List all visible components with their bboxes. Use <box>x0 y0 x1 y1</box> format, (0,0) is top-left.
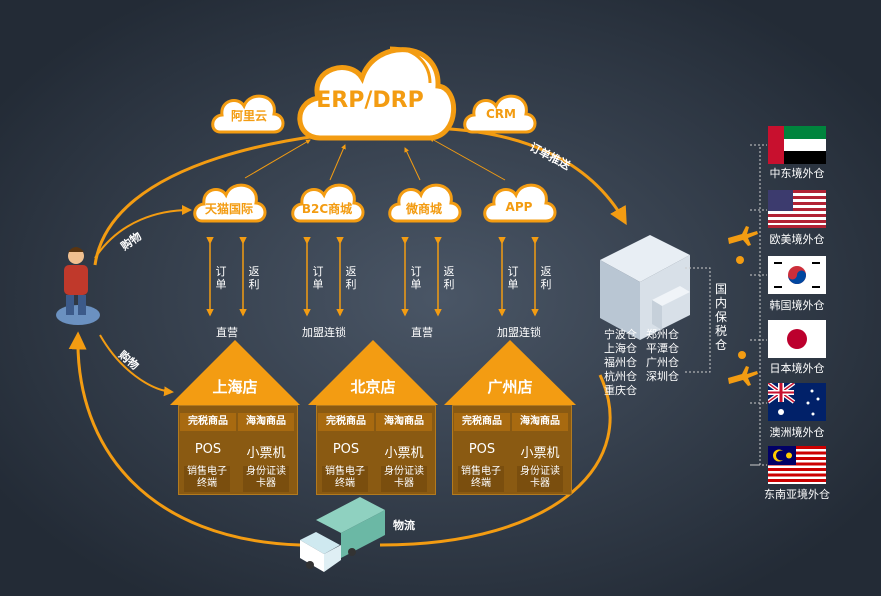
id-reader-desc: 身份证读卡器 <box>381 466 427 492</box>
aliyun-cloud <box>211 94 285 134</box>
store-shanghai-name: 上海店 <box>212 378 258 396</box>
shop-store-arrow <box>99 334 174 397</box>
overseas-label: 中东境外仓 <box>769 167 825 180</box>
aliyun-label: 阿里云 <box>230 109 267 123</box>
rebate-label: 返利 <box>443 265 455 291</box>
australia-flag-icon <box>768 383 826 421</box>
channel-cloud-app <box>483 183 557 223</box>
channel-type-direct: 直营 <box>216 326 238 339</box>
channel-cloud-wechat <box>388 183 462 223</box>
pos-label: POS <box>332 442 360 457</box>
logistics-label: 物流 <box>393 519 415 532</box>
malaysia-flag-icon <box>768 446 826 484</box>
truck-icon <box>300 497 385 572</box>
receipt-printer-label: 小票机 <box>384 446 424 461</box>
receipt-printer-label: 小票机 <box>520 446 560 461</box>
channel-cloud-tmall <box>193 183 267 223</box>
channel-cloud-b2c <box>291 183 365 223</box>
logistics-arrow-left <box>68 331 301 547</box>
order-label: 订单 <box>507 265 519 291</box>
overseas-label: 韩国境外仓 <box>769 299 825 312</box>
erp-drp-label: ERP/DRP <box>316 88 424 113</box>
cross-border-goods: 海淘商品 <box>376 413 432 431</box>
id-reader-desc: 身份证读卡器 <box>243 466 289 492</box>
crm-cloud <box>463 94 537 134</box>
overseas-label: 澳洲境外仓 <box>769 426 825 439</box>
store-beijing-name: 北京店 <box>350 378 396 396</box>
uae-flag-icon <box>768 126 826 164</box>
shop-online-arrow <box>94 205 192 259</box>
customer-icon <box>56 247 100 325</box>
pos-terminal-desc: 销售电子终端 <box>322 466 368 492</box>
channel-type-franchise: 加盟连锁 <box>497 326 541 339</box>
duty-free-goods: 完税商品 <box>180 413 236 431</box>
rebate-label: 返利 <box>345 265 357 291</box>
crm-label: CRM <box>486 107 516 121</box>
rebate-label: 返利 <box>248 265 260 291</box>
warehouse-list-right: 郑州仓 平潭仓 广州仓 深圳仓 <box>646 328 679 383</box>
rebate-label: 返利 <box>540 265 552 291</box>
duty-free-goods: 完税商品 <box>454 413 510 431</box>
warehouse-building-icon <box>600 235 690 340</box>
korea-flag-icon <box>768 256 826 294</box>
pos-terminal-desc: 销售电子终端 <box>184 466 230 492</box>
bonded-warehouse-label: 国内保税仓 <box>714 282 727 352</box>
order-label: 订单 <box>410 265 422 291</box>
duty-free-goods: 完税商品 <box>318 413 374 431</box>
channel-wechat-label: 微商城 <box>405 202 442 216</box>
overseas-label: 东南亚境外仓 <box>764 488 830 501</box>
pos-label: POS <box>194 442 222 457</box>
store-guangzhou-name: 广州店 <box>487 378 533 396</box>
overseas-label: 日本境外仓 <box>769 362 825 375</box>
receipt-printer-label: 小票机 <box>246 446 286 461</box>
warehouse-list-left: 宁波仓 上海仓 福州仓 杭州仓 重庆仓 <box>604 328 637 397</box>
channel-tmall-label: 天猫国际 <box>204 202 253 216</box>
channel-type-direct: 直营 <box>411 326 433 339</box>
japan-flag-icon <box>768 320 826 358</box>
channel-b2c-label: B2C商城 <box>301 202 353 216</box>
beijing-roof <box>308 340 438 405</box>
order-label: 订单 <box>312 265 324 291</box>
usa-flag-icon <box>768 190 826 228</box>
logistics-arrow-right <box>379 374 612 547</box>
channel-type-franchise: 加盟连锁 <box>302 326 346 339</box>
id-reader-desc: 身份证读卡器 <box>517 466 563 492</box>
guangzhou-roof <box>444 340 576 405</box>
cross-border-goods: 海淘商品 <box>512 413 568 431</box>
channel-app-label: APP <box>505 200 533 214</box>
plane-icon <box>728 226 758 386</box>
overseas-label: 欧美境外仓 <box>769 233 825 246</box>
shanghai-roof <box>170 340 300 405</box>
pos-label: POS <box>468 442 496 457</box>
pos-terminal-desc: 销售电子终端 <box>458 466 504 492</box>
erp-drp-cloud <box>297 46 457 141</box>
order-label: 订单 <box>215 265 227 291</box>
cross-border-goods: 海淘商品 <box>238 413 294 431</box>
